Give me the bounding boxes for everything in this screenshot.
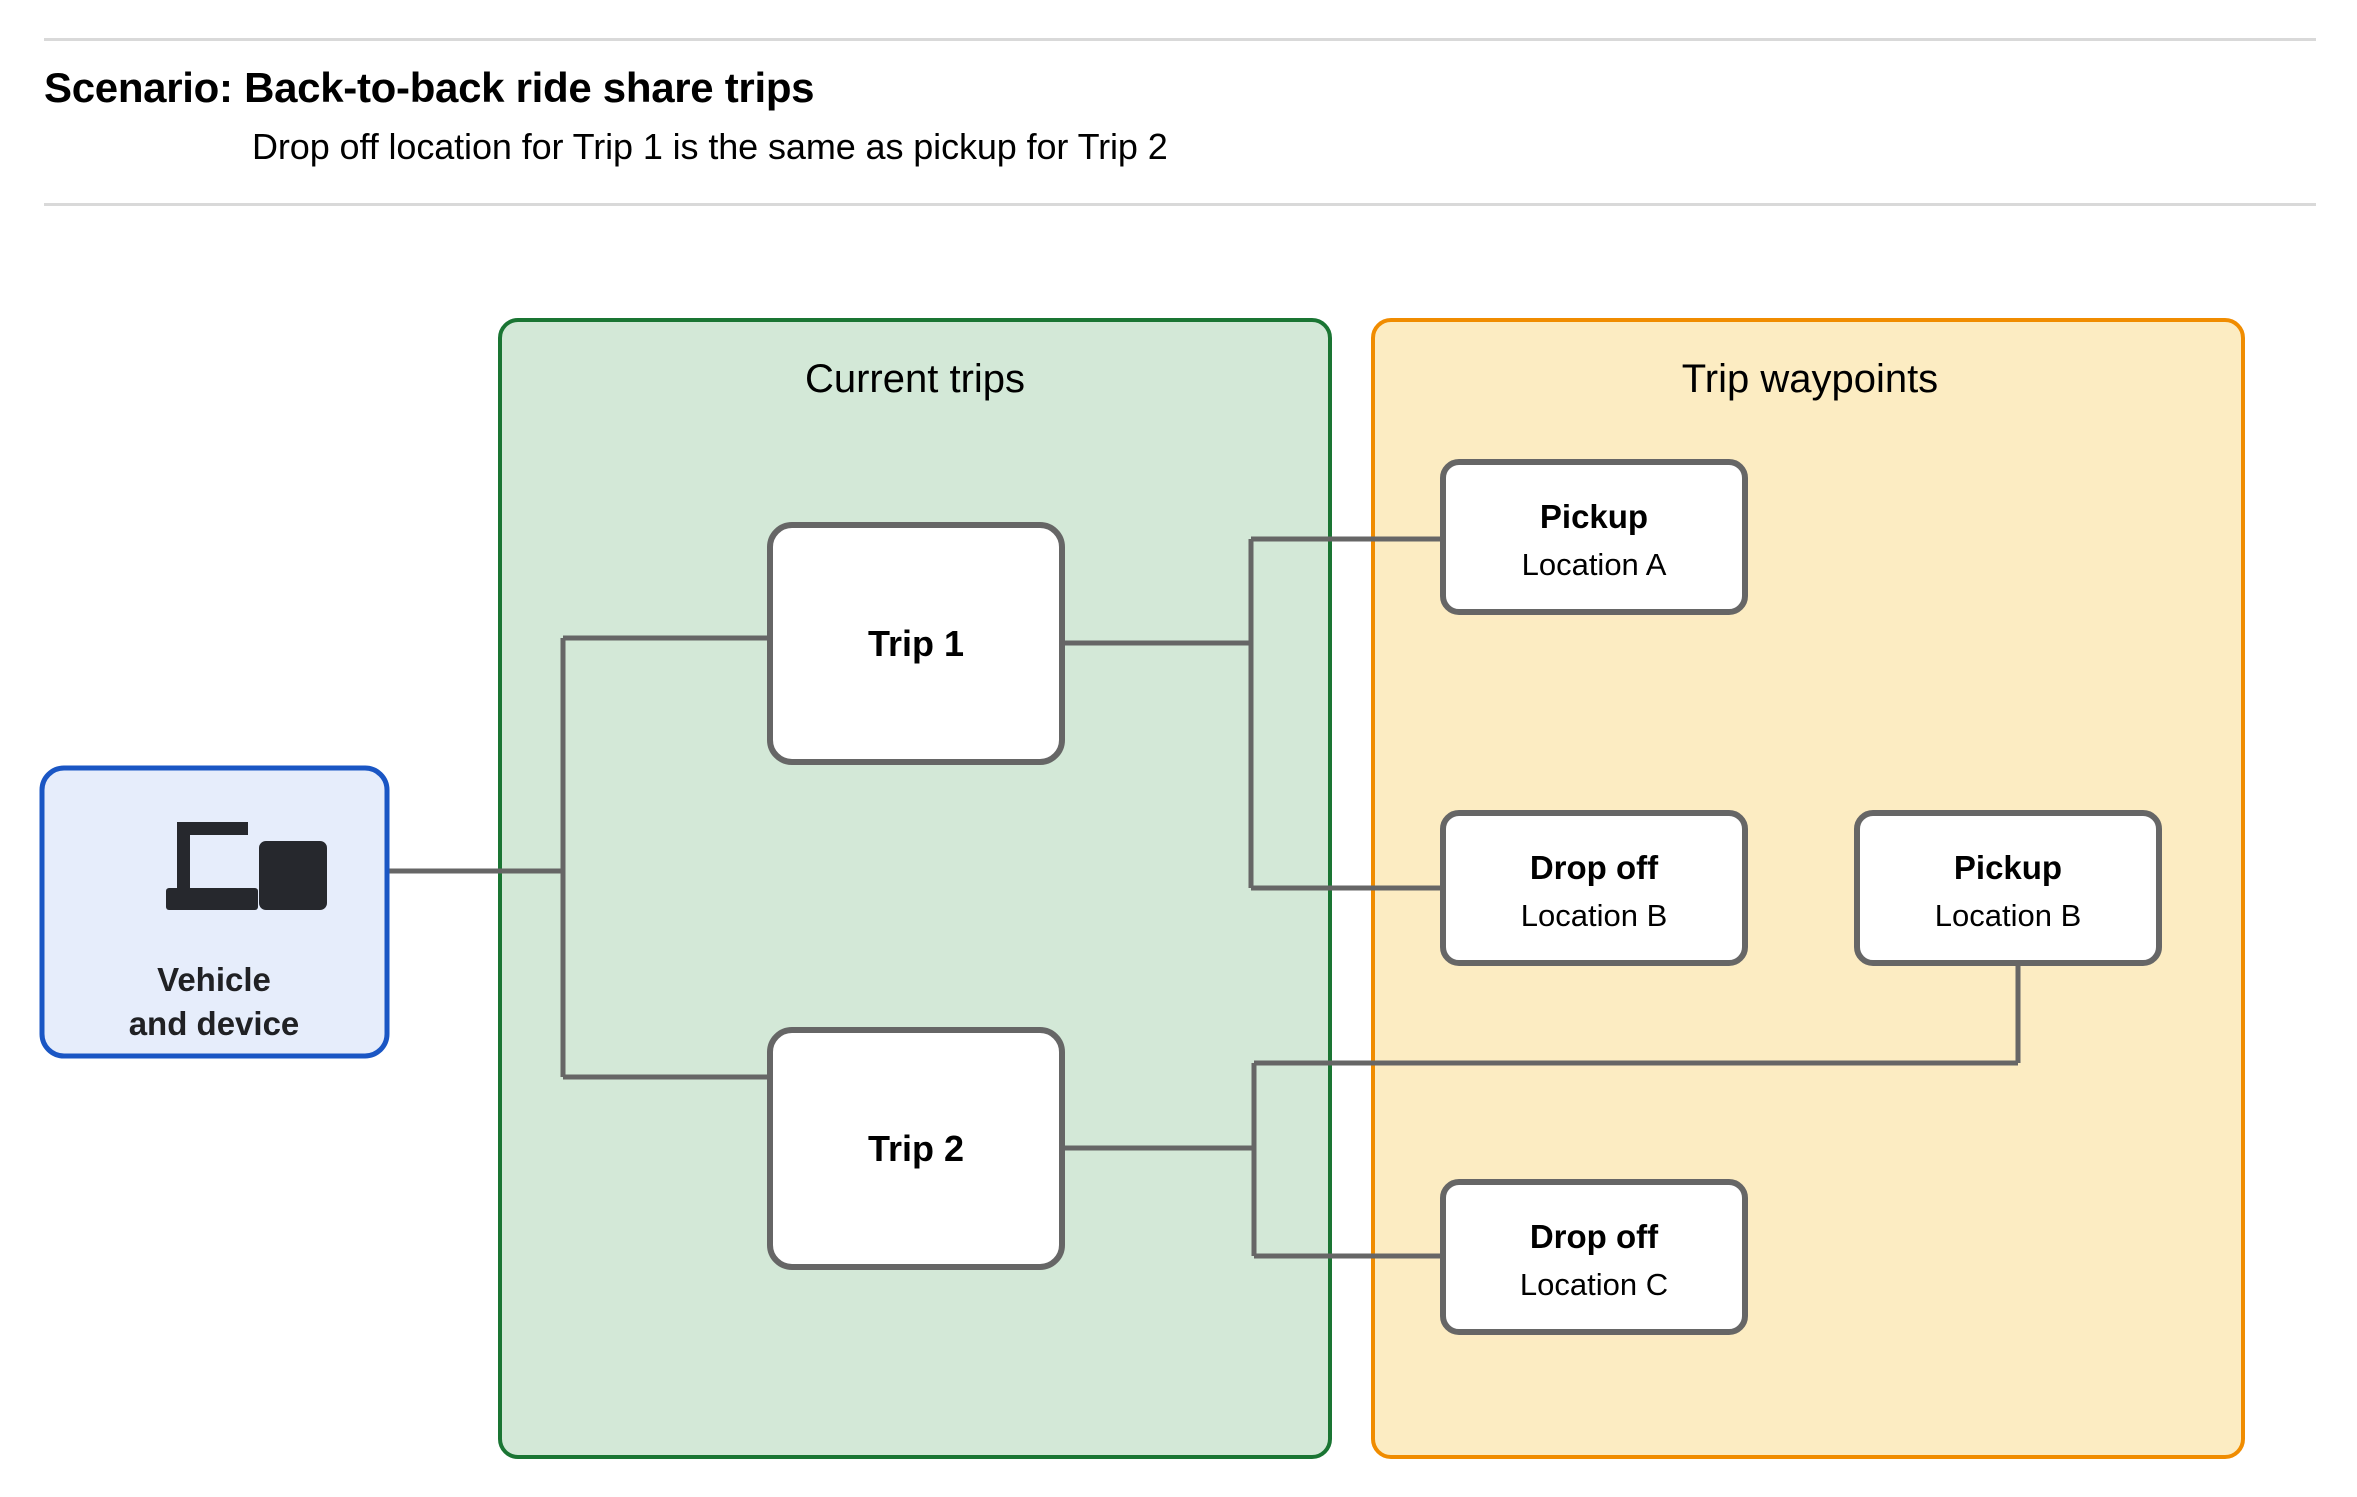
edge-trip2-to-waypoints xyxy=(1062,1060,2018,1259)
waypoint-pickup-b-box xyxy=(1854,810,2162,966)
node-waypoint-dropoff-c[interactable]: Drop off Location C xyxy=(1440,1179,1748,1335)
trip-2-label: Trip 2 xyxy=(868,1128,964,1169)
header-divider-bottom xyxy=(44,203,2316,206)
devices-icon xyxy=(166,822,327,910)
vehicle-node-label-line2: and device xyxy=(129,1005,300,1042)
vehicle-node-box xyxy=(39,765,390,1059)
waypoint-pickup-b-location: Location B xyxy=(1935,898,2082,933)
waypoint-dropoff-b-location: Location B xyxy=(1521,898,1668,933)
panel-trip-waypoints-label: Trip waypoints xyxy=(1682,357,1938,401)
node-vehicle-and-device[interactable]: Vehicle and device xyxy=(39,765,390,1059)
waypoint-pickup-a-location: Location A xyxy=(1522,547,1667,582)
waypoint-pickup-b-title: Pickup xyxy=(1954,849,2062,886)
edge-trip1-to-waypoints xyxy=(1062,536,1443,891)
page-subtitle: Drop off location for Trip 1 is the same… xyxy=(252,126,1168,167)
panel-current-trips xyxy=(498,318,1332,1459)
edge-vehicle-to-trips xyxy=(387,635,770,1080)
node-trip-2[interactable]: Trip 2 xyxy=(767,1027,1065,1270)
node-waypoint-dropoff-b[interactable]: Drop off Location B xyxy=(1440,810,1748,966)
page-title: Scenario: Back-to-back ride share trips xyxy=(44,64,815,111)
waypoint-dropoff-c-location: Location C xyxy=(1520,1267,1668,1302)
node-waypoint-pickup-a[interactable]: Pickup Location A xyxy=(1440,459,1748,615)
node-trip-1[interactable]: Trip 1 xyxy=(767,522,1065,765)
header-divider-top xyxy=(44,38,2316,41)
trip-1-box xyxy=(767,522,1065,765)
trip-2-box xyxy=(767,1027,1065,1270)
waypoint-dropoff-c-title: Drop off xyxy=(1530,1218,1659,1255)
node-waypoint-pickup-b[interactable]: Pickup Location B xyxy=(1854,810,2162,966)
waypoint-dropoff-b-title: Drop off xyxy=(1530,849,1659,886)
vehicle-node-label-line1: Vehicle xyxy=(157,961,271,998)
waypoint-dropoff-c-box xyxy=(1440,1179,1748,1335)
waypoint-pickup-a-box xyxy=(1440,459,1748,615)
waypoint-pickup-a-title: Pickup xyxy=(1540,498,1648,535)
waypoint-dropoff-b-box xyxy=(1440,810,1748,966)
panel-current-trips-label: Current trips xyxy=(805,357,1025,401)
trip-1-label: Trip 1 xyxy=(868,623,964,664)
